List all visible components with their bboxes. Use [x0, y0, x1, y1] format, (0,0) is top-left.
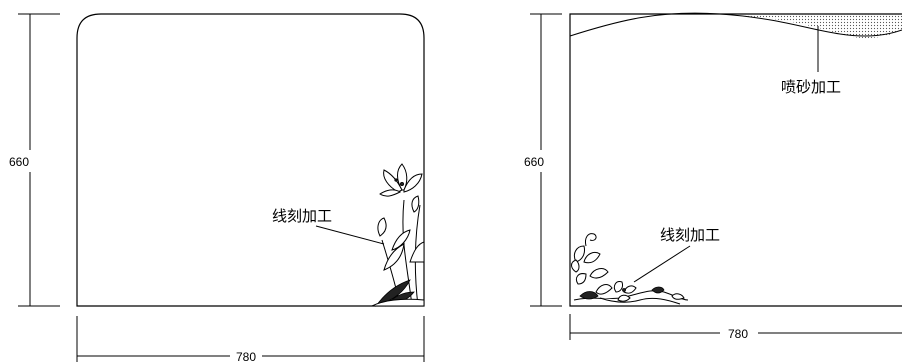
- left-width-dimension: 780: [76, 316, 425, 362]
- sandblast-boundary: [569, 12, 902, 37]
- left-panel: 660 780 线刻加工: [9, 13, 425, 362]
- right-width-label: 780: [728, 327, 748, 341]
- right-glass-outline: [569, 13, 902, 307]
- sandblast-area: [690, 14, 902, 39]
- right-callout: 线刻加工: [633, 226, 720, 283]
- right-callout-label: 线刻加工: [660, 226, 720, 244]
- right-height-label: 660: [524, 155, 544, 169]
- right-panel: 660 780 喷砂加工 线刻加工: [524, 12, 902, 341]
- left-width-label: 780: [236, 350, 256, 362]
- sandblast-callout: 喷砂加工: [781, 26, 841, 96]
- left-glass-outline: [76, 13, 425, 307]
- left-height-label: 660: [9, 155, 29, 169]
- left-callout-label: 线刻加工: [272, 207, 332, 225]
- left-height-dimension: 660: [9, 13, 60, 307]
- right-height-dimension: 660: [524, 13, 562, 307]
- left-callout: 线刻加工: [272, 207, 385, 245]
- sandblast-label: 喷砂加工: [781, 78, 841, 96]
- vine-flower-carving-icon: [571, 233, 689, 305]
- lily-flower-carving-icon: [371, 163, 425, 307]
- right-width-dimension: 780: [569, 314, 902, 341]
